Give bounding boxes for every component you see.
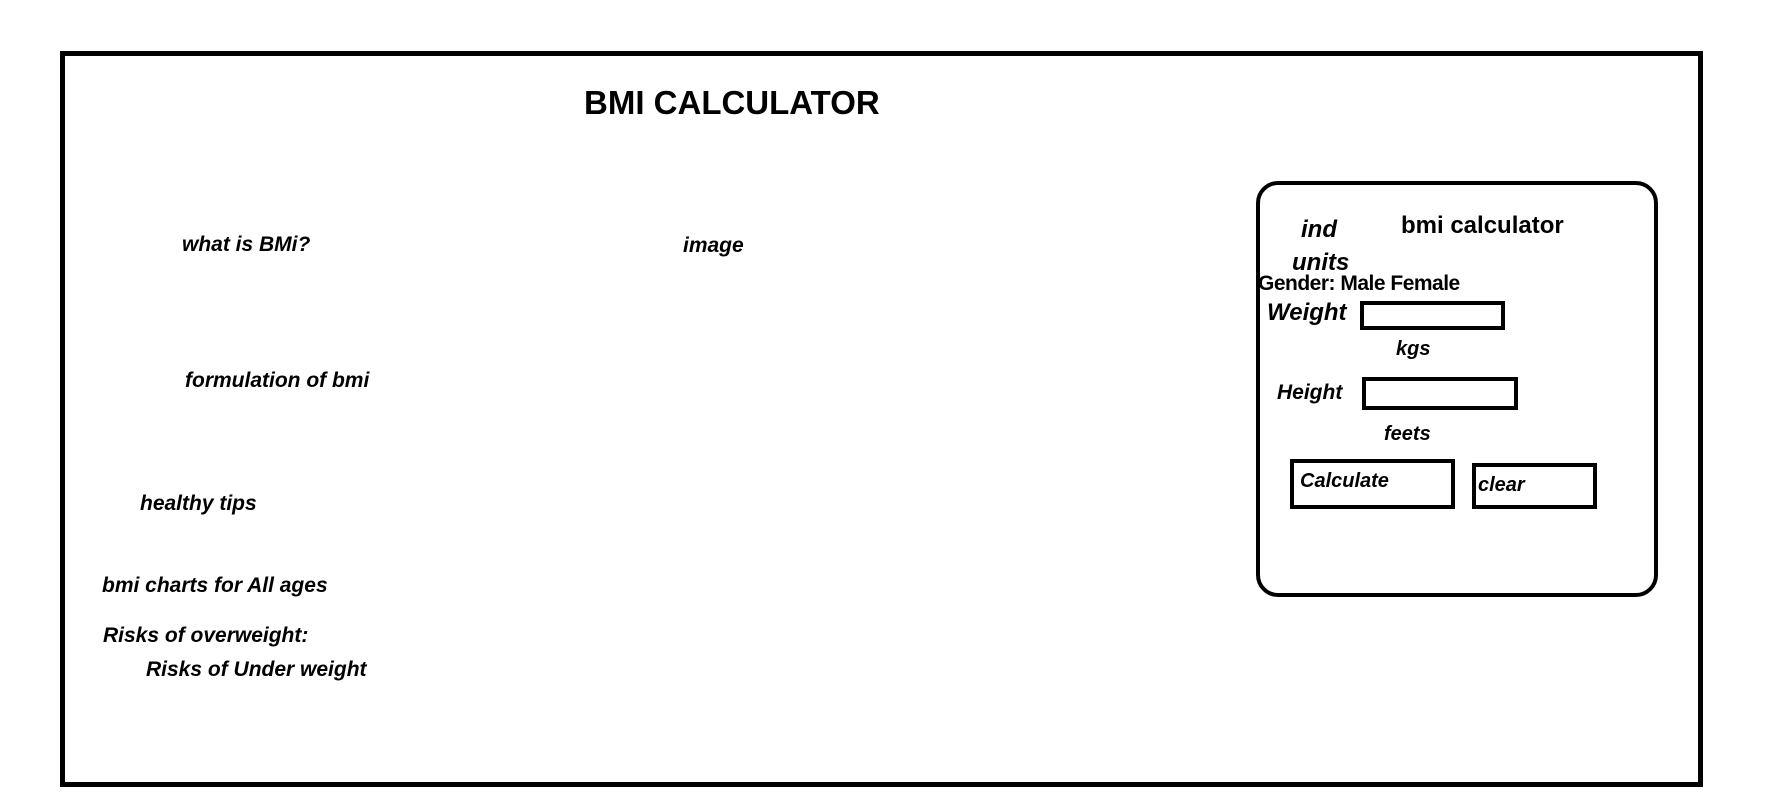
units-selector-label: units [1292,249,1350,276]
bmi-calculator-card [1256,181,1658,597]
risks-underweight-link[interactable]: Risks of Under weight [146,658,367,681]
weight-input[interactable] [1360,301,1505,330]
height-input[interactable] [1362,377,1518,410]
bmi-charts-link[interactable]: bmi charts for All ages [102,574,328,597]
page-title: BMI CALCULATOR [584,84,880,121]
page-frame [60,51,1703,787]
healthy-tips-link[interactable]: healthy tips [140,492,257,515]
height-unit: feets [1384,423,1431,445]
what-is-bmi-link[interactable]: what is BMi? [182,233,311,256]
gender-selector[interactable]: Gender: Male Female [1258,272,1460,295]
clear-button[interactable]: clear [1472,463,1597,509]
formulation-link[interactable]: formulation of bmi [185,369,370,392]
calculate-button[interactable]: Calculate [1290,459,1455,509]
risks-overweight-link[interactable]: Risks of overweight: [103,624,309,647]
weight-unit: kgs [1396,338,1431,360]
height-label: Height [1277,381,1343,404]
calculator-heading: bmi calculator [1401,212,1564,239]
units-selector[interactable]: ind [1301,216,1337,243]
image-placeholder: image [683,234,744,257]
weight-label: Weight [1267,299,1347,326]
